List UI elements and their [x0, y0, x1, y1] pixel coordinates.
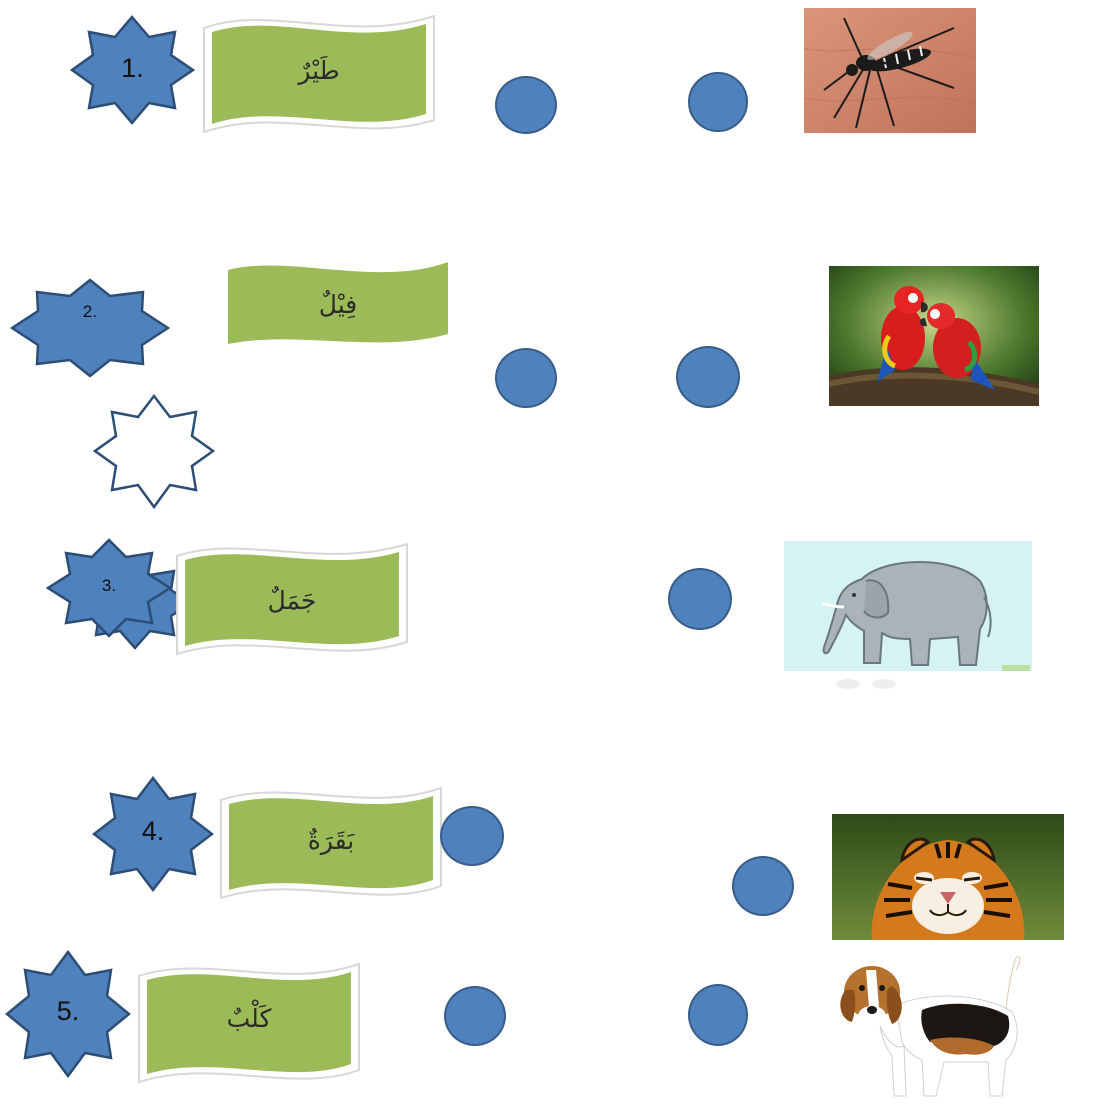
word-card-2[interactable]: فِيْلٌ: [228, 258, 448, 346]
banner-shape: [203, 14, 435, 134]
star-icon: [92, 776, 214, 892]
row-number: 4.: [141, 816, 165, 846]
word-card-5[interactable]: كَلْبٌ: [135, 958, 363, 1086]
picture-beagle-dog[interactable]: [826, 950, 1048, 1100]
number-star-5: 5.: [5, 950, 131, 1078]
word-card-1[interactable]: طَيْرٌ: [200, 10, 438, 135]
empty-star: [93, 394, 215, 509]
parrots-icon: [829, 266, 1039, 406]
match-dot-left-1[interactable]: [495, 76, 557, 134]
beagle-dog-icon: [826, 950, 1048, 1100]
match-dot-right-4[interactable]: [732, 856, 794, 916]
banner-shape: [138, 962, 360, 1084]
picture-elephant[interactable]: [784, 541, 1032, 691]
number-star-4: 4.: [92, 776, 214, 892]
tiger-icon: [832, 814, 1064, 940]
match-dot-left-4[interactable]: [440, 806, 504, 866]
word-label: فِيْلٌ: [318, 290, 358, 319]
word-label: جَمَلٌ: [267, 586, 317, 615]
match-dot-left-2[interactable]: [495, 348, 557, 408]
row-number: 2.: [82, 302, 98, 321]
picture-parrots[interactable]: [829, 266, 1039, 406]
word-label: كَلْبٌ: [226, 1004, 272, 1033]
banner-shape: [176, 542, 408, 656]
word-card-4[interactable]: بَقَرَةٌ: [217, 782, 445, 900]
star-icon: [5, 950, 131, 1078]
match-dot-left-5[interactable]: [444, 986, 506, 1046]
row-number: 1.: [121, 53, 144, 83]
star-icon: [70, 15, 195, 125]
word-label: طَيْرٌ: [298, 56, 340, 85]
banner-shape: [220, 786, 442, 900]
banner-shape: [228, 262, 448, 344]
word-card-3[interactable]: جَمَلٌ: [173, 538, 411, 656]
row-number: 3.: [101, 576, 117, 595]
star-outline-icon: [93, 394, 215, 509]
row-number: 5.: [56, 996, 80, 1026]
match-dot-right-5[interactable]: [688, 984, 748, 1046]
word-label: بَقَرَةٌ: [307, 826, 355, 855]
number-star-1: 1.: [70, 15, 195, 125]
picture-tiger[interactable]: [832, 814, 1064, 940]
picture-mosquito[interactable]: [804, 8, 976, 133]
elephant-icon: [784, 541, 1032, 691]
star-icon: [46, 538, 172, 638]
match-dot-right-2[interactable]: [676, 346, 740, 408]
star-icon: [10, 278, 170, 378]
number-star-2: 2.: [10, 278, 170, 378]
match-dot-right-1[interactable]: [688, 72, 748, 132]
mosquito-icon: [804, 8, 976, 133]
number-star-3: 3.: [46, 538, 172, 638]
match-dot-right-3[interactable]: [668, 568, 732, 630]
